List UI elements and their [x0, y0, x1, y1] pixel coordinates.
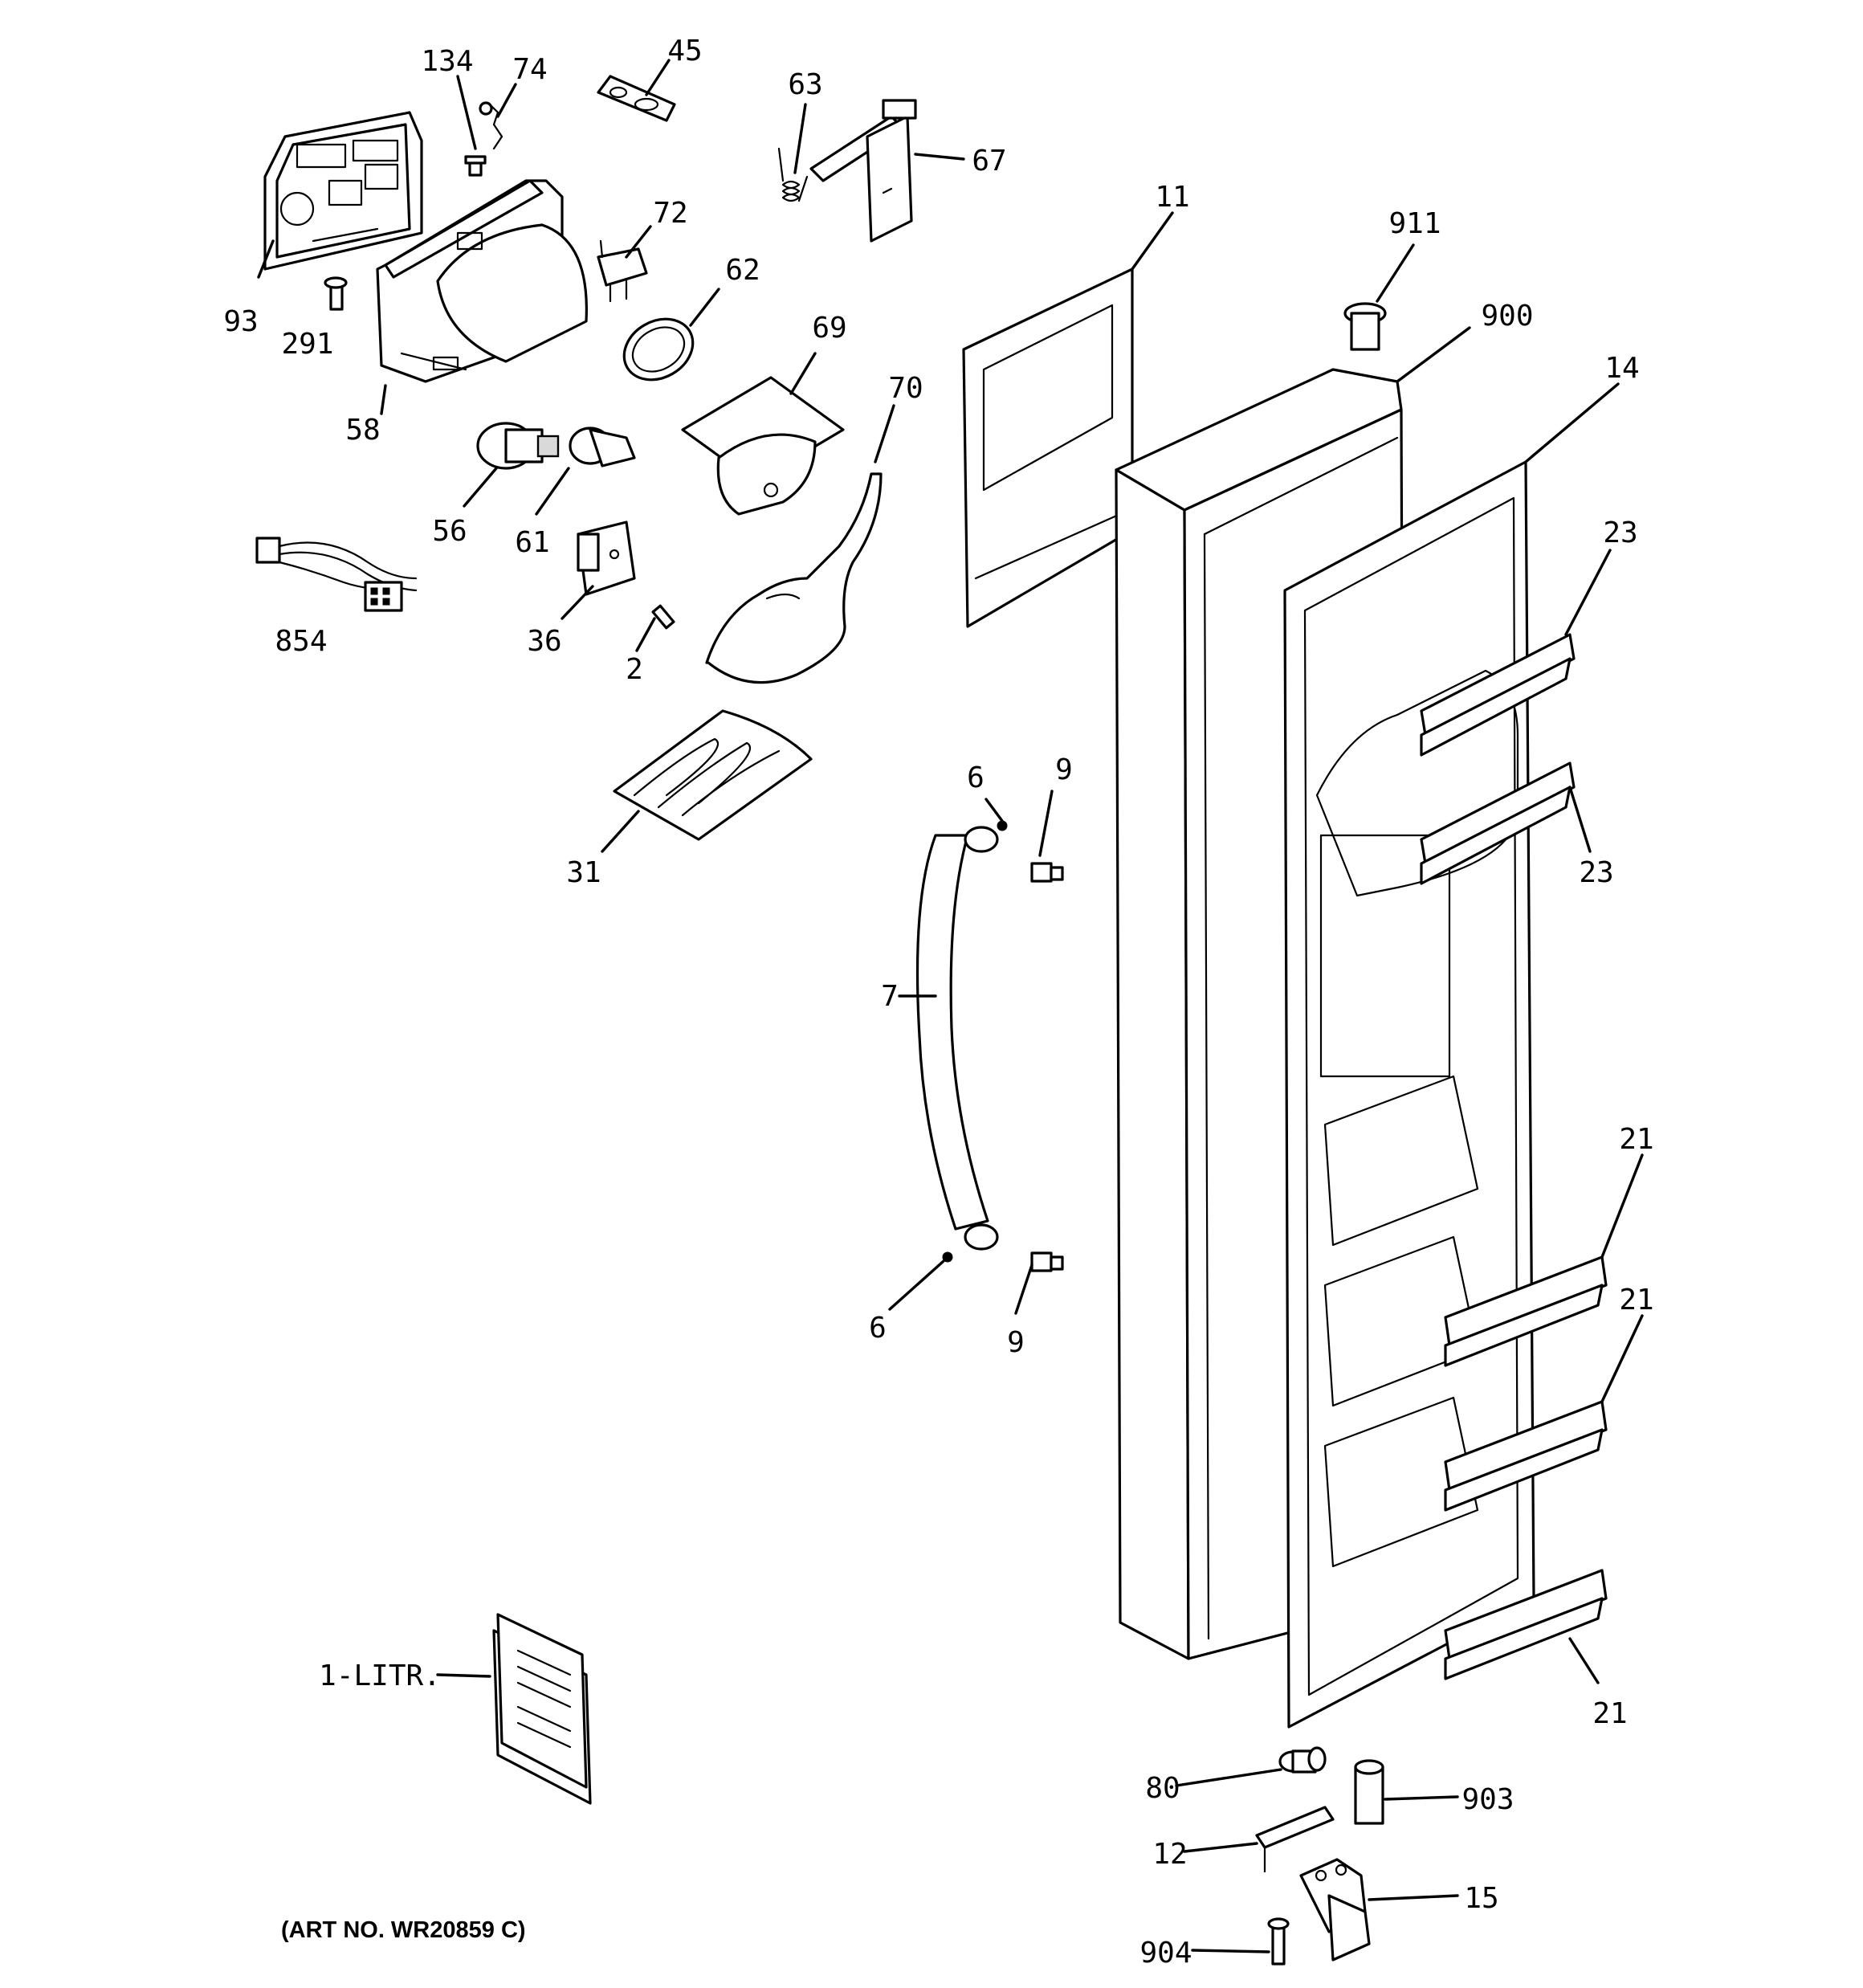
part-2-screw [651, 604, 675, 630]
part-7-handle [915, 826, 999, 1251]
callout-45: 45 [667, 35, 702, 67]
part-134-screw [464, 155, 487, 177]
callout-9-top: 9 [1055, 753, 1073, 786]
part-12-bracket [1255, 1806, 1335, 1873]
callout-6-top: 6 [967, 761, 984, 794]
part-15-hinge [1299, 1858, 1371, 1961]
part-903-bushing [1354, 1759, 1384, 1825]
callout-23-second: 23 [1579, 856, 1613, 889]
part-904-screw [1267, 1917, 1290, 1966]
callout-6-bottom: 6 [869, 1312, 887, 1345]
part-21-bin-lower [1444, 1569, 1608, 1680]
callout-58: 58 [345, 414, 380, 447]
part-9-stud-bottom [1030, 1251, 1064, 1272]
callout-31: 31 [566, 856, 601, 889]
callout-23-top: 23 [1603, 516, 1637, 549]
part-291-screw [324, 276, 348, 311]
callout-36: 36 [527, 625, 561, 658]
part-1-litr-booklet [492, 1613, 592, 1805]
part-62-ring [622, 317, 695, 382]
part-21-bin-upper [1444, 1255, 1608, 1367]
part-93-control-board [263, 111, 423, 271]
callout-15: 15 [1464, 1882, 1498, 1915]
part-67-actuator [809, 99, 917, 243]
callout-291: 291 [281, 328, 333, 361]
callout-2: 2 [626, 653, 643, 686]
callout-11: 11 [1155, 181, 1189, 214]
part-14-door-liner [1283, 460, 1535, 1729]
callout-72: 72 [653, 197, 687, 230]
callout-903: 903 [1461, 1783, 1514, 1816]
part-72-switch [597, 239, 648, 303]
part-80-plug [1278, 1746, 1327, 1774]
callout-63: 63 [788, 68, 822, 101]
part-23-bin-top [1420, 633, 1576, 757]
part-61-auger [569, 427, 636, 467]
part-56-motor [476, 422, 560, 470]
callout-62: 62 [725, 254, 760, 287]
part-36-bracket [577, 520, 636, 596]
part-21-bin-middle [1444, 1400, 1608, 1512]
part-58-dispenser-housing [376, 179, 588, 383]
part-854-wiring-harness [255, 537, 418, 612]
part-70-paddle [705, 472, 883, 684]
callout-904: 904 [1139, 1937, 1192, 1970]
leader-lines [257, 59, 1644, 1953]
callout-93: 93 [223, 305, 258, 338]
callout-74: 74 [512, 53, 547, 86]
callout-14: 14 [1604, 352, 1639, 385]
part-911-bushing [1343, 302, 1387, 351]
part-45-bracket [597, 75, 676, 122]
part-63-spring [777, 147, 809, 202]
part-6-screw-top [997, 820, 1008, 831]
callout-21-lower: 21 [1592, 1697, 1627, 1730]
art-number: (ART NO. WR20859 C) [281, 1917, 526, 1943]
callout-labels: 134 74 45 63 67 11 911 72 62 93 291 900 … [223, 35, 1653, 1970]
part-31-drip-tray [613, 709, 813, 841]
callout-900: 900 [1481, 300, 1533, 333]
callout-134: 134 [421, 45, 473, 78]
callout-7: 7 [881, 980, 899, 1013]
callout-67: 67 [972, 145, 1006, 178]
callout-1-litr: 1-LITR. [319, 1659, 441, 1692]
part-11-dispenser-frame [962, 267, 1134, 628]
part-74-spring [479, 101, 503, 150]
callout-911: 911 [1388, 207, 1441, 240]
part-9-stud-top [1030, 862, 1064, 883]
callout-21-upper: 21 [1619, 1123, 1653, 1156]
callout-21-middle: 21 [1619, 1284, 1653, 1316]
callout-61: 61 [515, 526, 549, 559]
callout-69: 69 [812, 312, 846, 345]
callout-12: 12 [1152, 1838, 1187, 1871]
part-23-bin-second [1420, 761, 1576, 885]
callout-56: 56 [432, 515, 467, 548]
callout-70: 70 [888, 372, 923, 405]
callout-80: 80 [1145, 1772, 1180, 1805]
part-6-screw-bottom [942, 1251, 953, 1263]
part-69-chute [681, 376, 845, 516]
callout-854: 854 [275, 625, 327, 658]
callout-9-bottom: 9 [1007, 1326, 1025, 1359]
